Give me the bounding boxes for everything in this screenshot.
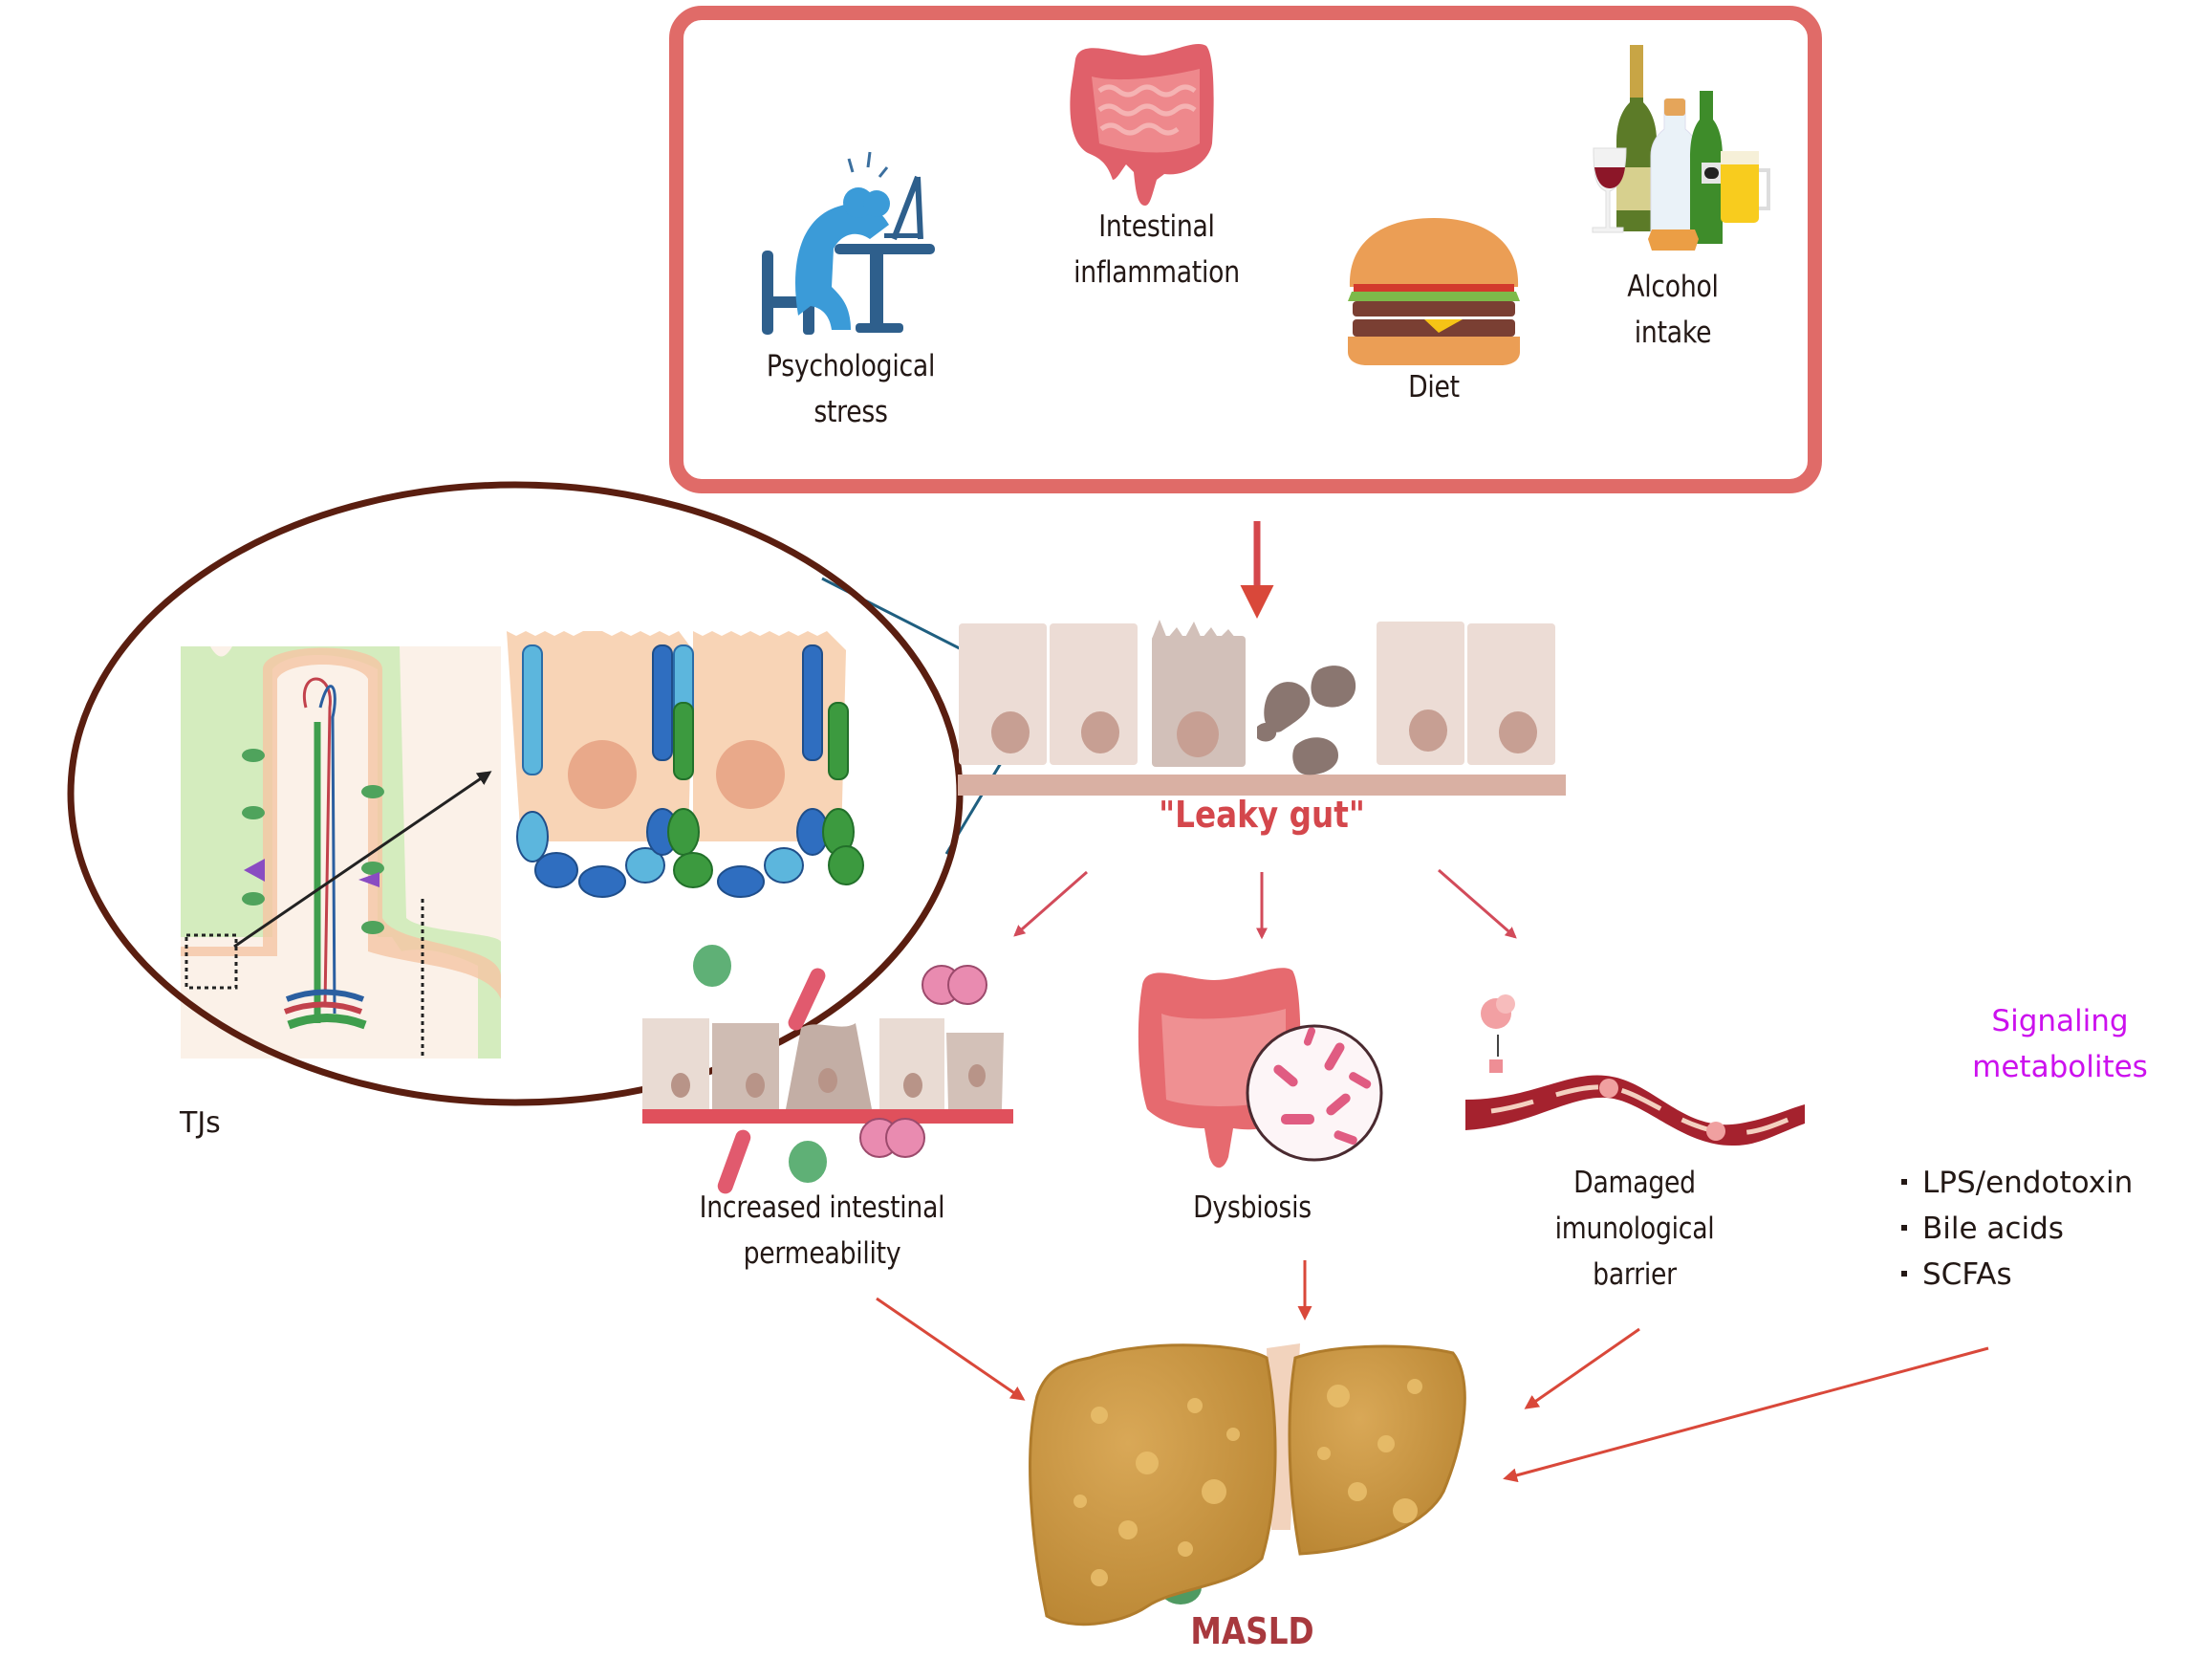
alcohol-bottles-icon — [1592, 45, 1770, 251]
arrow-barrier-to-liver — [1524, 1327, 1640, 1409]
label-line: inflammation — [1073, 255, 1240, 290]
risk-factors-box — [669, 6, 1822, 493]
metabolite-item: SCFAs — [1898, 1252, 2133, 1298]
label-line: Dysbiosis — [1193, 1190, 1312, 1225]
leaky-gut-label: "Leaky gut" — [1159, 794, 1365, 836]
villus-illustration — [181, 646, 501, 1059]
label-line: permeability — [743, 1236, 901, 1271]
factor-label-psychological-stress: Psychological stress — [752, 343, 949, 435]
tjs-label: TJs — [180, 1106, 221, 1140]
label-line: Increased intestinal — [699, 1190, 945, 1225]
leaky-gut-epithelium — [958, 620, 1566, 796]
label-line: Signaling — [1991, 1004, 2129, 1038]
label-line: barrier — [1593, 1257, 1677, 1292]
consequence-label-increased-permeability: Increased intestinal permeability — [699, 1185, 945, 1277]
label-line: Alcohol — [1627, 270, 1719, 304]
enterocyte-junction-illustration — [507, 631, 864, 898]
permeable-epithelium-icon — [642, 945, 1013, 1194]
signaling-metabolites-title: Signaling metabolites — [1941, 998, 2179, 1090]
branch-arrow-immune-barrier — [1438, 868, 1517, 939]
label-line: Damaged — [1573, 1166, 1696, 1200]
consequence-label-dysbiosis: Dysbiosis — [1170, 1185, 1334, 1231]
tight-junction-inset — [67, 481, 1047, 1106]
consequence-label-damaged-barrier: Damaged imunological barrier — [1544, 1160, 1724, 1298]
branch-arrow-permeability — [1013, 870, 1088, 937]
metabolite-item: LPS/endotoxin — [1898, 1160, 2133, 1206]
factor-label-alcohol-intake: Alcohol intake — [1591, 264, 1755, 356]
factor-label-intestinal-inflammation: Intestinal inflammation — [1058, 204, 1255, 295]
stressed-person-at-desk-icon — [762, 151, 935, 335]
label-line: metabolites — [1972, 1050, 2148, 1084]
dysbiosis-icon — [1138, 968, 1383, 1168]
label-line: imunological — [1554, 1212, 1715, 1246]
factor-label-diet: Diet — [1352, 364, 1516, 410]
label-line: intake — [1634, 316, 1712, 350]
blood-vessel-icon — [1465, 994, 1805, 1146]
hamburger-icon — [1348, 218, 1520, 365]
label-line: stress — [813, 395, 888, 429]
label-line: Diet — [1408, 370, 1460, 404]
metabolite-item: Bile acids — [1898, 1206, 2133, 1252]
masld-label: MASLD — [1190, 1610, 1314, 1652]
intestine-icon — [1070, 43, 1214, 207]
arrow-metabolites-to-liver — [1503, 1346, 1989, 1483]
arrow-permeability-to-liver — [876, 1297, 1026, 1401]
metabolites-list: LPS/endotoxin Bile acids SCFAs — [1898, 1160, 2133, 1298]
label-line: Intestinal — [1098, 209, 1215, 244]
fatty-liver-icon — [1029, 1343, 1466, 1626]
label-line: Psychological — [766, 349, 936, 383]
